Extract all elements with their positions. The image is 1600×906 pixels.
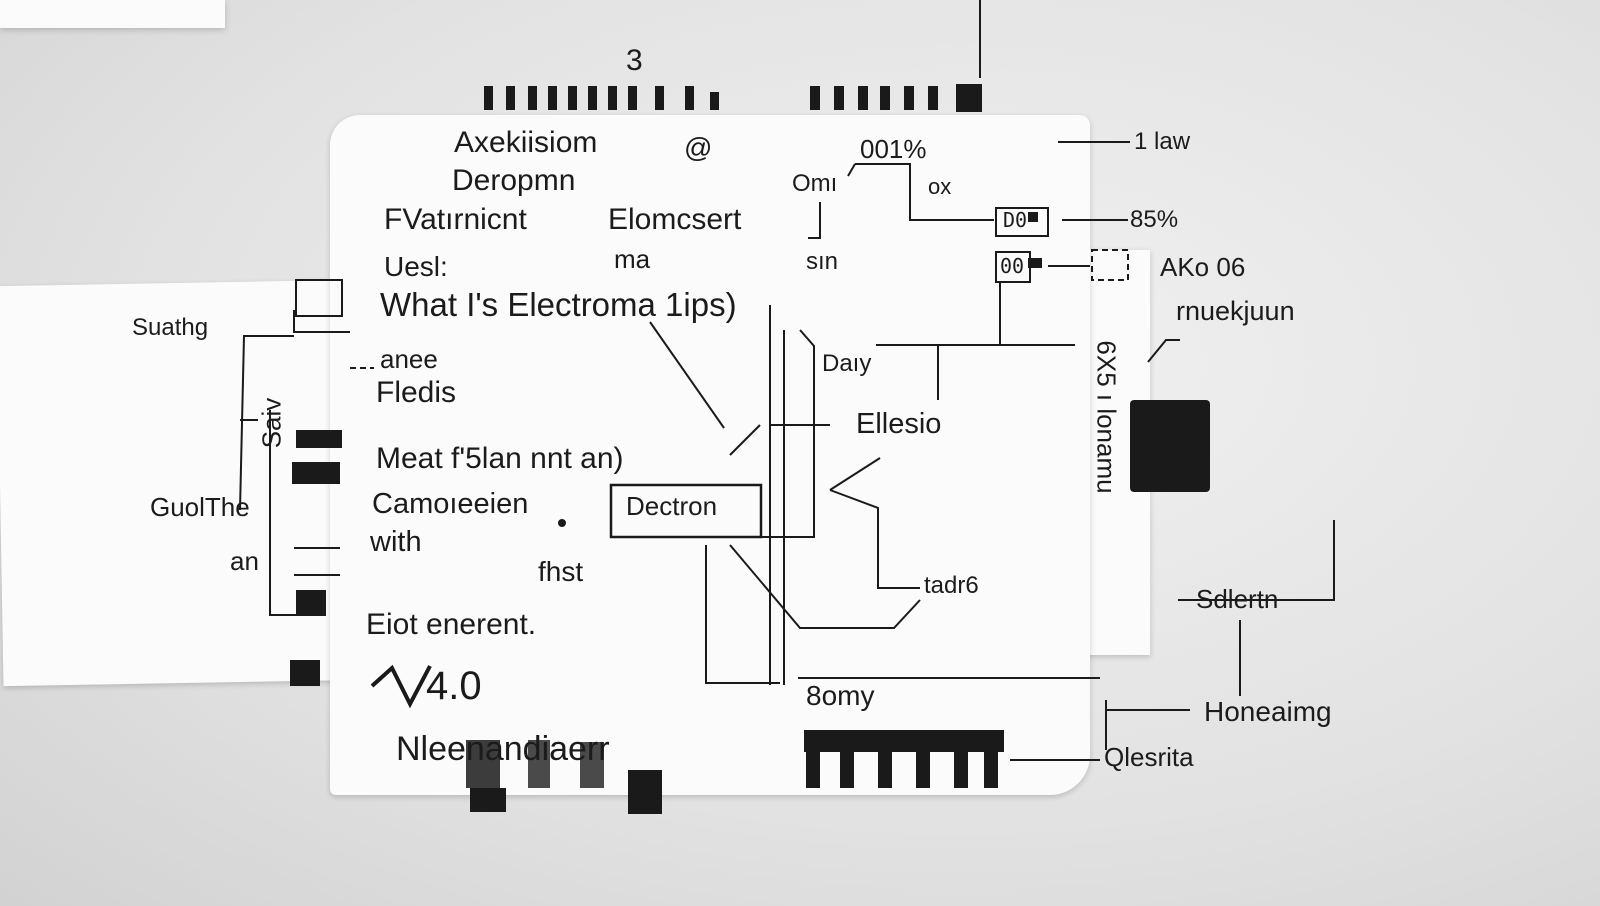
iaw-label: 1 law xyxy=(1134,128,1191,155)
omi-label: Omı xyxy=(792,170,838,197)
main-line-9: Camoıeeien xyxy=(372,488,529,520)
top-number: 3 xyxy=(626,44,643,77)
suathg-label: Suathg xyxy=(132,314,209,341)
main-line-7: Fledis xyxy=(376,376,457,409)
main-line-8: Meat f'5lan nnt an) xyxy=(376,442,624,475)
main-line-6: anee xyxy=(380,344,438,374)
main-line-2: Deropmn xyxy=(452,164,576,197)
tadr6-label: tadr6 xyxy=(924,572,979,599)
main-line-11: fhst xyxy=(538,556,584,587)
qlesrita-label: Qlesrita xyxy=(1104,742,1194,772)
rotated-label: 6X5 ı lonamu xyxy=(1091,340,1122,494)
percent-label: 001% xyxy=(860,134,927,164)
bomy-label: 8omy xyxy=(806,680,875,711)
rnuekjuun-label: rnuekjuun xyxy=(1176,296,1295,326)
ako-label: AKo 06 xyxy=(1160,252,1246,282)
main-line-12: Eiot enerent. xyxy=(366,608,537,641)
bottom-value: 4.0 xyxy=(426,664,482,708)
main-line-4: Uesl: xyxy=(384,251,448,282)
main-line-3: FVatırnicnt xyxy=(384,203,527,236)
saiv-label: Saiv xyxy=(256,397,287,449)
corner-paper xyxy=(0,0,225,28)
at-symbol: @ xyxy=(684,132,713,163)
ellesio-label: Ellesio xyxy=(856,408,942,440)
main-headline: What I's Electroma 1ips) xyxy=(380,286,737,323)
o0-label: 00 xyxy=(1000,254,1025,278)
sdlertn-label: Sdlertn xyxy=(1196,584,1279,614)
main-line-10: with xyxy=(370,526,422,558)
main-line-4c: sın xyxy=(806,248,839,275)
main-line-1: Axekiisiom xyxy=(454,126,598,159)
day-label: Daıy xyxy=(822,350,872,377)
honeaimg-label: Honeaimg xyxy=(1204,696,1332,727)
main-line-3b: Elomcsert xyxy=(608,203,742,236)
pct85-label: 85% xyxy=(1130,206,1179,233)
bottom-caption: Nleenandiaerr xyxy=(396,730,610,768)
d0-label: D0 xyxy=(1003,208,1028,232)
an-label: an xyxy=(230,546,259,576)
box-label: Dectron xyxy=(626,491,718,521)
guolthe-label: GuolThe xyxy=(150,492,250,522)
main-line-4b: ma xyxy=(614,244,651,274)
main-paper-sheet xyxy=(330,115,1090,795)
ox-label: ox xyxy=(928,174,952,199)
